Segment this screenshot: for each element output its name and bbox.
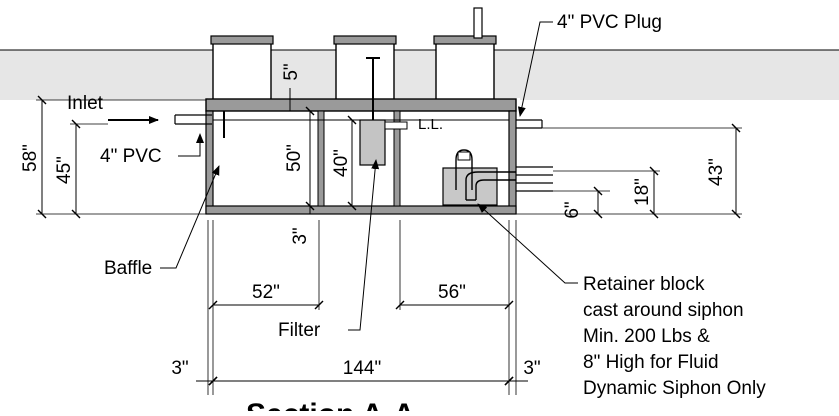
plug-vent-pipe (473, 7, 483, 39)
siphon-pipe (465, 171, 516, 200)
dim-18: 18" (632, 178, 653, 206)
inlet-pipe (108, 114, 212, 125)
dim-3-right: 3" (523, 358, 540, 379)
pvc-leader (178, 133, 204, 157)
tank-lid (205, 98, 517, 112)
riser-right-lid (433, 35, 497, 45)
riser-middle (335, 37, 395, 101)
label-baffle: Baffle (104, 258, 152, 279)
dimension-lines (37, 88, 741, 386)
dim-50: 50" (284, 144, 305, 172)
retainer-leader (477, 203, 578, 284)
leader-lines (160, 21, 578, 331)
label-retainer-4: 8" High for Fluid (583, 352, 719, 373)
filter-leader (348, 159, 380, 331)
tank-floor (205, 205, 517, 215)
label-pvc-plug: 4" PVC Plug (557, 12, 662, 33)
dim-3-wall: 3" (290, 227, 311, 244)
section-title: Section A-A (246, 398, 415, 411)
filter-assembly (359, 57, 408, 166)
siphon-bell-cap (457, 151, 471, 161)
label-inlet: Inlet (67, 93, 104, 114)
partition-right (393, 110, 401, 207)
partition-left (317, 110, 325, 207)
dim-6: 6" (562, 201, 583, 218)
label-filter: Filter (278, 320, 321, 341)
label-retainer-3: Min. 200 Lbs & (583, 326, 710, 347)
dim-144: 144" (343, 358, 381, 379)
riser-left (212, 37, 272, 101)
pvc-plug-leader (517, 21, 553, 117)
label-pvc-inlet: 4" PVC (100, 146, 162, 167)
dim-45: 45" (54, 156, 75, 184)
baffle-leader (160, 165, 220, 269)
dim-58: 58" (20, 144, 41, 172)
dim-5: 5" (281, 63, 302, 80)
riser-left-lid (210, 35, 274, 45)
tank-right-wall (508, 110, 517, 214)
siphon-bell (455, 149, 473, 190)
tank-left-wall (205, 110, 214, 214)
label-ll: L.L. (418, 116, 443, 133)
label-retainer-5: Dynamic Siphon Only (583, 378, 766, 399)
siphon-assembly (442, 149, 553, 206)
dim-43: 43" (706, 158, 727, 186)
riser-middle-lid (333, 35, 397, 45)
outlet-plug-pipe (516, 119, 543, 129)
label-retainer-2: cast around siphon (583, 300, 744, 321)
dim-3-left: 3" (171, 358, 188, 379)
dim-52: 52" (252, 282, 280, 303)
tank (205, 98, 517, 215)
extension-lines (36, 99, 742, 395)
dim-56: 56" (438, 282, 466, 303)
filter-outlet (384, 121, 408, 130)
ground-band (0, 50, 839, 100)
filter-body (359, 119, 386, 166)
risers (210, 7, 497, 101)
label-retainer-1: Retainer block (583, 274, 705, 295)
riser-right (435, 37, 495, 101)
dimension-labels: 58" 45" 5" 50" 40" 43" 18" 6" 3" 52" 56"… (20, 63, 727, 379)
dim-40: 40" (331, 149, 352, 177)
